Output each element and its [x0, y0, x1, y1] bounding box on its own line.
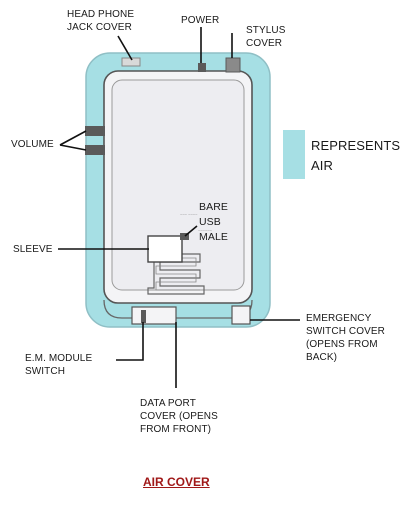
volume-down-button: [85, 145, 105, 155]
leader-volume-down: [59, 144, 87, 151]
leader-headphone: [117, 35, 133, 61]
sleeve-meander-inner: [155, 257, 200, 291]
power-button: [198, 63, 206, 72]
stylus-cover-label: STYLUS COVER: [246, 25, 286, 49]
sleeve-label: SLEEVE: [13, 244, 53, 255]
power-label: POWER: [181, 15, 220, 26]
volume-up-button: [85, 126, 105, 136]
scribble-mark-2: ~~~~~~: [198, 228, 213, 233]
legend-label: REPRESENTS AIR: [311, 138, 401, 173]
em-module-label: E.M. MODULE SWITCH: [25, 353, 93, 377]
leader-bare-usb: [184, 225, 198, 237]
headphone-jack-label: HEAD PHONE JACK COVER: [67, 9, 135, 33]
diagram-title: AIR COVER: [143, 475, 210, 489]
sleeve-meander: [147, 253, 205, 295]
bare-usb-label: BARE USB MALE: [199, 201, 228, 243]
emergency-switch-cutout: [231, 305, 251, 325]
leader-em-module: [116, 322, 144, 361]
legend-air-swatch: [283, 130, 305, 179]
emergency-switch-label: EMERGENCY SWITCH COVER (OPENS FROM BACK): [306, 313, 385, 363]
em-module-switch: [141, 310, 146, 323]
stylus-cover: [225, 57, 241, 73]
leader-lines: [58, 27, 300, 388]
data-port-cutout: [131, 306, 177, 325]
leader-volume-up: [59, 130, 87, 146]
scribble-mark-1: ~~~ ~~~~: [180, 212, 198, 217]
data-port-label: DATA PORT COVER (OPENS FROM FRONT): [140, 398, 218, 435]
usb-sleeve-box: [147, 235, 183, 263]
volume-label: VOLUME: [11, 139, 54, 150]
usb-plug: [180, 233, 189, 240]
